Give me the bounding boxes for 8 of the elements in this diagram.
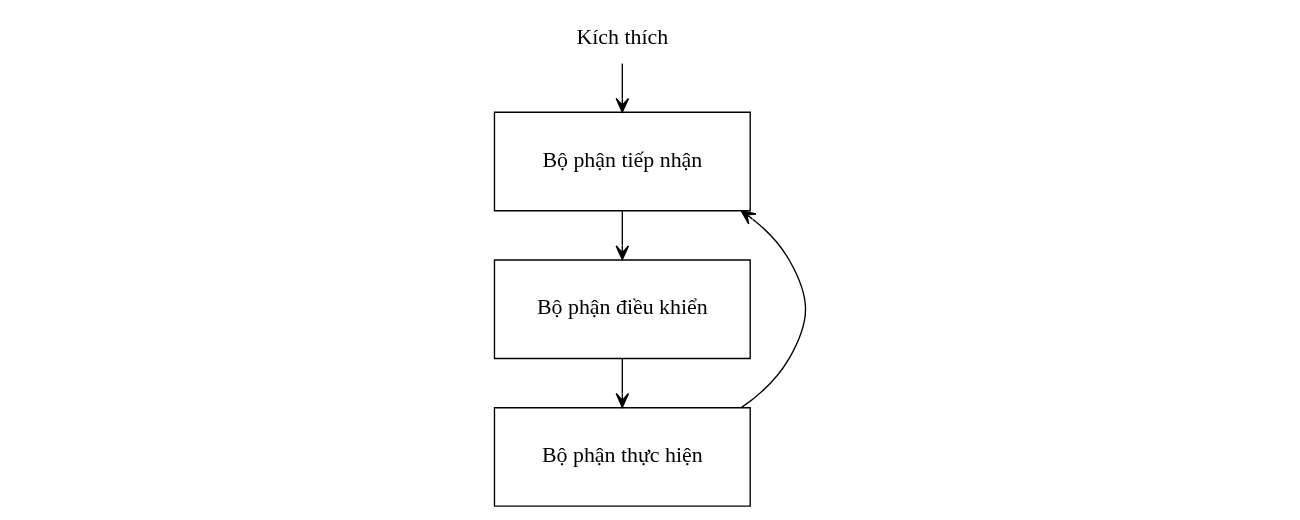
arrow: [740, 210, 807, 409]
arrow: [615, 62, 630, 113]
node-box: Bộ phận điều khiển: [493, 259, 751, 360]
arrow: [615, 357, 630, 408]
arrow: [615, 210, 630, 261]
node-box: Bộ phận thực hiện: [493, 407, 751, 507]
node-box: Bộ phận tiếp nhận: [493, 111, 751, 212]
node-text: Kích thích: [576, 24, 669, 49]
